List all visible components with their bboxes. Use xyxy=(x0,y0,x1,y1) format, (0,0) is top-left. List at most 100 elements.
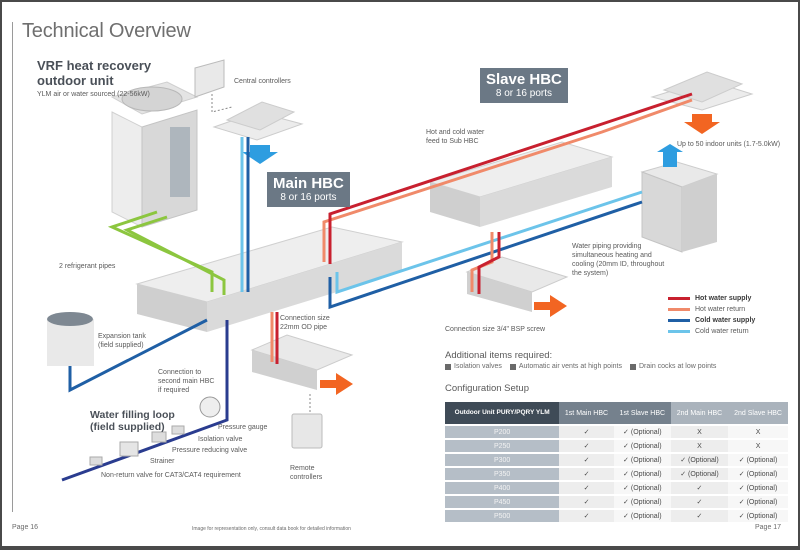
loop-components xyxy=(89,396,221,466)
config-cell: ✓ (Optional) xyxy=(728,496,788,508)
config-header: 2nd Main HBC xyxy=(670,402,729,424)
water-filling-loop xyxy=(61,320,229,482)
config-cell: ✓ (Optional) xyxy=(613,482,671,494)
additional-item: Automatic air vents at high points xyxy=(509,363,622,370)
config-cell: ✓ (Optional) xyxy=(613,510,671,522)
config-model-cell: P350 xyxy=(445,468,560,480)
outdoor-unit-subtext: YLM air or water sourced (22-56kW) xyxy=(37,91,150,98)
config-cell: ✓ xyxy=(559,468,614,480)
legend-item: Cold water supply xyxy=(668,315,755,326)
pressure-gauge-label: Pressure gauge xyxy=(218,424,268,431)
config-row: P500✓✓ (Optional)✓✓ (Optional) xyxy=(445,510,788,522)
page-title: Technical Overview xyxy=(22,20,191,42)
legend-item: Hot water return xyxy=(668,304,755,315)
remote-controller-illustration xyxy=(291,394,323,449)
config-cell: ✓ xyxy=(559,510,614,522)
water-filling-loop-heading: Water filling loop(field supplied) xyxy=(90,409,175,433)
config-header: 1st Slave HBC xyxy=(613,402,671,424)
config-header-row: Outdoor Unit PURY/PQRY YLM 1st Main HBC … xyxy=(445,402,788,424)
additional-item: Drain cocks at low points xyxy=(629,363,716,370)
config-heading: Configuration Setup xyxy=(445,383,529,394)
config-cell: X xyxy=(728,440,788,452)
config-cell: ✓ (Optional) xyxy=(670,468,729,480)
expansion-tank-illustration xyxy=(47,312,94,366)
hot-supply-pipe xyxy=(328,92,693,264)
config-model-cell: P400 xyxy=(445,482,560,494)
config-model-cell: P250 xyxy=(445,440,560,452)
outdoor-unit-heading: VRF heat recovery outdoor unit xyxy=(37,58,152,88)
hot-return-pipe xyxy=(322,98,693,262)
legend-item: Hot water supply xyxy=(668,293,755,304)
cold-supply-pipe xyxy=(328,200,643,310)
bullet-square-icon xyxy=(509,363,516,370)
fan-coil-illustration xyxy=(640,144,719,253)
footer-right-page: Page 17 xyxy=(755,524,782,531)
config-row: P400✓✓ (Optional)✓✓ (Optional) xyxy=(445,482,788,494)
pipe-legend: Hot water supply Hot water return Cold w… xyxy=(668,293,755,337)
additional-items: Additional items required: Isolation val… xyxy=(445,350,716,370)
config-cell: ✓ (Optional) xyxy=(728,482,788,494)
config-cell: ✓ (Optional) xyxy=(613,468,671,480)
outdoor-unit-illustration xyxy=(110,81,199,228)
slave-hbc-callout: Slave HBC 8 or 16 ports xyxy=(480,68,568,103)
config-cell: ✓ xyxy=(559,482,614,494)
config-cell: ✓ xyxy=(670,482,729,494)
loop-pipe xyxy=(68,318,208,393)
config-model-cell: P500 xyxy=(445,510,560,522)
hot-supply-pipe xyxy=(477,232,501,294)
pressure-reducing-valve-label: Pressure reducing valve xyxy=(172,447,248,454)
config-cell: ✓ xyxy=(559,496,614,508)
config-cell: ✓ (Optional) xyxy=(613,454,671,466)
config-cell: ✓ (Optional) xyxy=(728,454,788,466)
indoor-units-label: Up to 50 indoor units (1.7-5.0kW) xyxy=(677,141,781,148)
config-header: Outdoor Unit PURY/PQRY YLM xyxy=(445,402,560,424)
config-cell: ✓ xyxy=(559,454,614,466)
additional-items-heading: Additional items required: xyxy=(445,350,553,361)
strainer-label: Strainer xyxy=(150,458,175,465)
config-cell: ✓ (Optional) xyxy=(613,426,671,438)
config-model-cell: P300 xyxy=(445,454,560,466)
footer-disclaimer: Image for representation only, consult d… xyxy=(192,526,351,532)
cold-return-pipe xyxy=(335,190,643,295)
main-hbc-callout: Main HBC 8 or 16 ports xyxy=(267,172,350,207)
config-cell: ✓ (Optional) xyxy=(613,496,671,508)
cassette-unit-illustration xyxy=(212,101,304,164)
expansion-tank-label: Expansion tank(field supplied) xyxy=(98,333,146,349)
config-model-cell: P450 xyxy=(445,496,560,508)
margin-rule xyxy=(12,22,13,512)
config-row: P300✓✓ (Optional)✓ (Optional)✓ (Optional… xyxy=(445,454,788,466)
config-cell: ✓ (Optional) xyxy=(670,454,729,466)
central-controllers-label: Central controllers xyxy=(234,78,291,85)
config-cell: ✓ (Optional) xyxy=(728,468,788,480)
config-cell: X xyxy=(670,426,729,438)
config-cell: ✓ (Optional) xyxy=(728,510,788,522)
connection-bsp-label: Connection size 3/4" BSP screw xyxy=(445,326,546,333)
pipe-network xyxy=(61,92,693,482)
non-return-valve-label: Non-return valve for CAT3/CAT4 requireme… xyxy=(101,472,241,479)
config-row: P450✓✓ (Optional)✓✓ (Optional) xyxy=(445,496,788,508)
bullet-square-icon xyxy=(445,363,451,370)
config-header: 2nd Slave HBC xyxy=(728,402,788,424)
config-cell: ✓ xyxy=(559,426,614,438)
config-cell: ✓ xyxy=(670,510,729,522)
central-controller-illustration xyxy=(194,59,233,113)
config-model-cell: P200 xyxy=(445,426,560,438)
slave-hbc-illustration xyxy=(428,141,614,227)
config-cell: ✓ (Optional) xyxy=(613,440,671,452)
legend-item: Cold water return xyxy=(668,326,755,337)
config-cell: X xyxy=(670,440,729,452)
config-cell: X xyxy=(728,426,788,438)
main-hbc-illustration xyxy=(135,226,404,332)
config-header: 1st Main HBC xyxy=(559,402,614,424)
footer-left-page: Page 16 xyxy=(12,524,39,531)
additional-item: Isolation valves xyxy=(445,363,502,370)
isolation-valve-label: Isolation valve xyxy=(198,436,243,443)
